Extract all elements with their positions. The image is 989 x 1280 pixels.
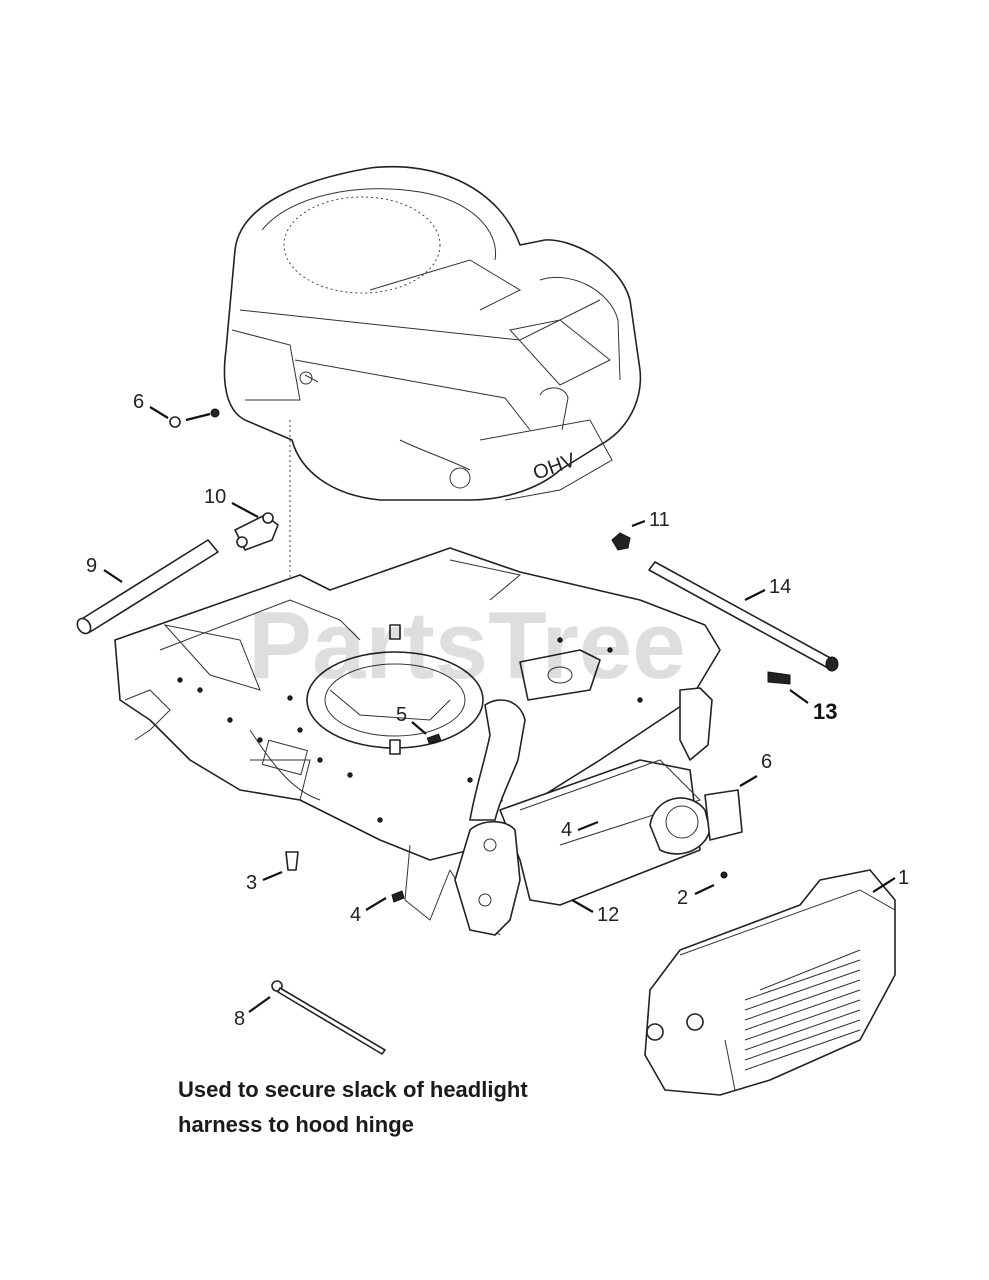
cable-tie-note: Used to secure slack of headlight harnes… xyxy=(178,1072,528,1142)
callout-3: 3 xyxy=(246,872,257,894)
callout-10: 11 xyxy=(649,509,670,531)
callout-7: 6 xyxy=(133,391,144,413)
callout-12: 12 xyxy=(597,904,619,926)
heat-shield xyxy=(644,869,896,1096)
callout-2: 2 xyxy=(677,887,688,909)
stud-part-13 xyxy=(767,671,791,685)
bolt-part-4 xyxy=(391,890,405,903)
cable-tie-part-9 xyxy=(271,980,386,1055)
callout-11: 10 xyxy=(204,486,226,508)
bracket xyxy=(679,687,713,761)
leader-lines xyxy=(103,406,896,1013)
coupler-part-11 xyxy=(234,512,279,551)
bolt-part-3 xyxy=(285,851,299,871)
muffler xyxy=(454,649,743,936)
callout-4-upper: 4 xyxy=(561,819,572,841)
nut-part-7 xyxy=(169,416,181,428)
engine-assembly: OHV xyxy=(223,165,642,501)
callout-9: 8 xyxy=(234,1008,245,1030)
screw-part-2 xyxy=(720,871,728,879)
callout-labels: 6 10 9 11 14 13 5 6 4 3 4 2 12 1 8 xyxy=(86,391,909,1030)
callout-8: 9 xyxy=(86,555,97,577)
callout-1: 1 xyxy=(898,867,909,889)
note-line-1: Used to secure slack of headlight xyxy=(178,1077,528,1102)
watermark: PartsTree xyxy=(248,592,686,699)
bolt-part-5 xyxy=(426,733,442,745)
callout-13: 13 xyxy=(813,699,837,724)
callout-6: 6 xyxy=(761,751,772,773)
note-line-2: harness to hood hinge xyxy=(178,1112,414,1137)
callout-5: 5 xyxy=(396,704,407,726)
callout-4-lower: 4 xyxy=(350,904,361,926)
nut-part-10 xyxy=(611,532,631,551)
callout-14: 14 xyxy=(769,576,791,598)
